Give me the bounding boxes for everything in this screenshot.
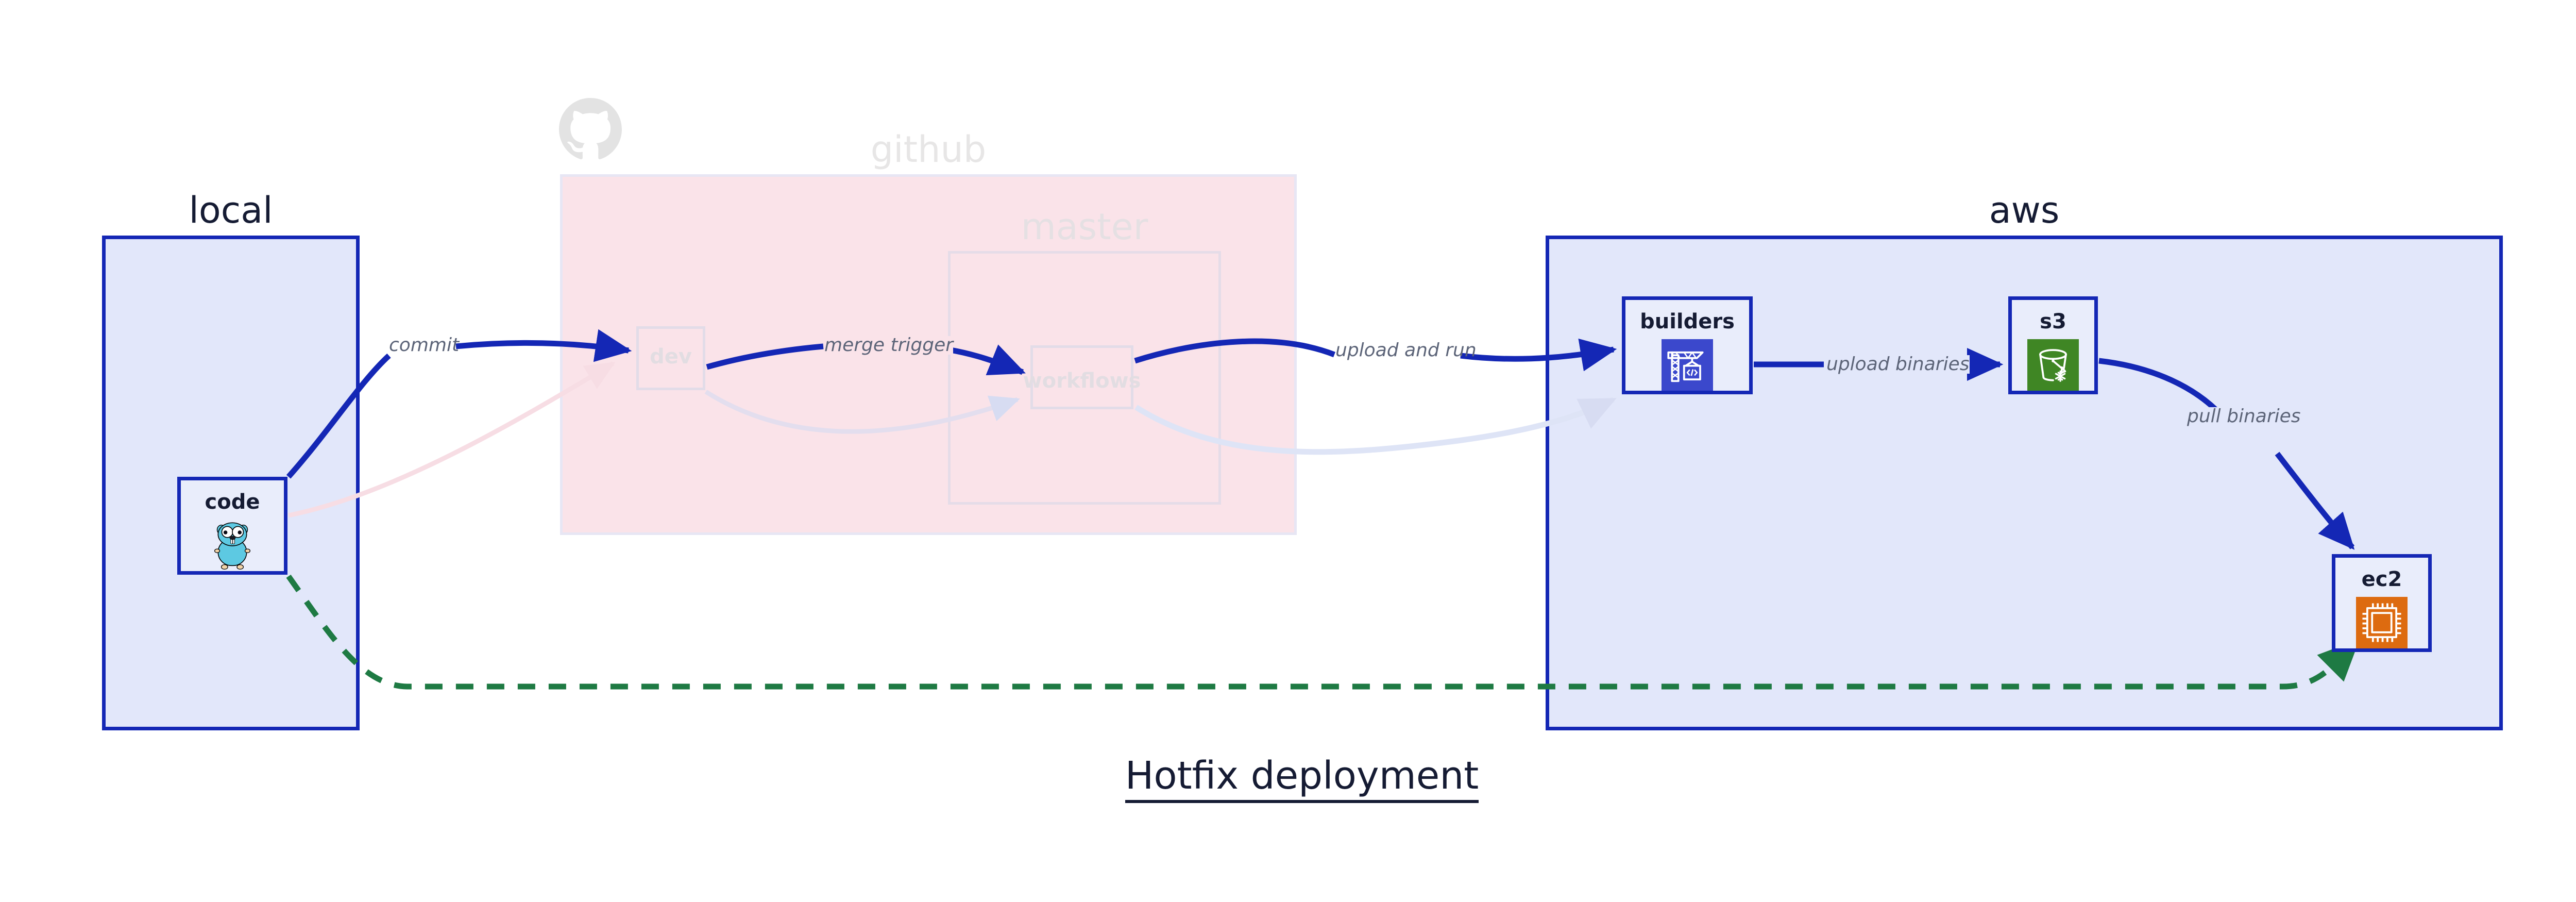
aws-s3-glacier-icon	[2027, 339, 2079, 391]
github-octocat-icon	[559, 98, 622, 159]
cluster-label-local: local	[189, 189, 273, 231]
node-s3-label: s3	[2040, 310, 2066, 333]
aws-ec2-icon	[2356, 597, 2408, 648]
edge-label-upload-and-run: upload and run	[1335, 340, 1477, 361]
node-dev[interactable]: dev	[636, 326, 705, 390]
aws-codebuild-icon	[1662, 339, 1713, 391]
edge-label-commit: commit	[389, 335, 460, 356]
cluster-label-github: github	[870, 128, 987, 171]
diagram-title-text: Hotfix deployment	[1125, 754, 1479, 803]
node-builders-label: builders	[1640, 310, 1735, 333]
edge-label-upload-binaries: upload binaries	[1826, 354, 1970, 375]
node-workflows[interactable]: workflows	[1023, 345, 1141, 409]
node-ec2-label: ec2	[2361, 567, 2402, 591]
cluster-label-aws: aws	[1989, 189, 2060, 231]
node-s3[interactable]: s3	[2008, 296, 2098, 394]
node-ec2[interactable]: ec2	[2332, 554, 2432, 652]
edge-label-pull-binaries: pull binaries	[2187, 406, 2301, 427]
node-builders[interactable]: builders	[1622, 296, 1753, 394]
cluster-master	[948, 251, 1221, 505]
go-gopher-icon	[214, 522, 250, 570]
cluster-label-master: master	[1021, 206, 1148, 248]
node-dev-label: dev	[650, 345, 692, 369]
node-code[interactable]: code	[177, 477, 287, 575]
edge-label-merge-trigger: merge trigger	[824, 335, 954, 356]
node-code-label: code	[205, 490, 260, 514]
node-workflows-label: workflows	[1023, 369, 1141, 393]
diagram-title: Hotfix deployment	[0, 754, 2576, 803]
